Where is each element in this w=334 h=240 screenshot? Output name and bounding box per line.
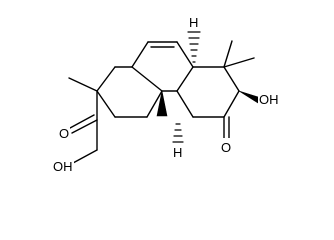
bond bbox=[146, 90, 163, 118]
label-backdrop bbox=[220, 138, 232, 154]
bond bbox=[72, 149, 98, 164]
hydrogen-label-top: H bbox=[189, 15, 198, 30]
label-backdrop bbox=[258, 91, 280, 107]
wedge-bond bbox=[156, 90, 168, 117]
bond bbox=[131, 66, 163, 92]
structure-canvas: OH O O OH H H bbox=[52, 15, 280, 174]
bond bbox=[176, 41, 194, 68]
label-backdrop bbox=[52, 158, 74, 174]
bond bbox=[96, 90, 116, 118]
hydroxyl-label-right: OH bbox=[259, 92, 279, 107]
bond bbox=[68, 77, 98, 92]
molecule-diagram: OH O O OH H H bbox=[52, 15, 280, 174]
hydroxyl-label-left: OH bbox=[53, 159, 73, 174]
bond bbox=[176, 90, 194, 118]
bond bbox=[223, 90, 240, 118]
bond bbox=[71, 119, 98, 134]
bond bbox=[131, 41, 149, 68]
bond bbox=[223, 57, 255, 68]
hydrogen-label-bottom: H bbox=[173, 145, 182, 160]
bond bbox=[223, 40, 233, 68]
bond bbox=[223, 66, 240, 92]
label-backdrop bbox=[58, 124, 70, 140]
ketone-oxygen-label-left: O bbox=[59, 126, 69, 141]
double-bond-inner bbox=[69, 114, 95, 129]
bond bbox=[96, 66, 116, 92]
bond bbox=[176, 66, 194, 92]
ketone-oxygen-label-right: O bbox=[221, 140, 231, 155]
wedge-bond bbox=[238, 90, 259, 104]
